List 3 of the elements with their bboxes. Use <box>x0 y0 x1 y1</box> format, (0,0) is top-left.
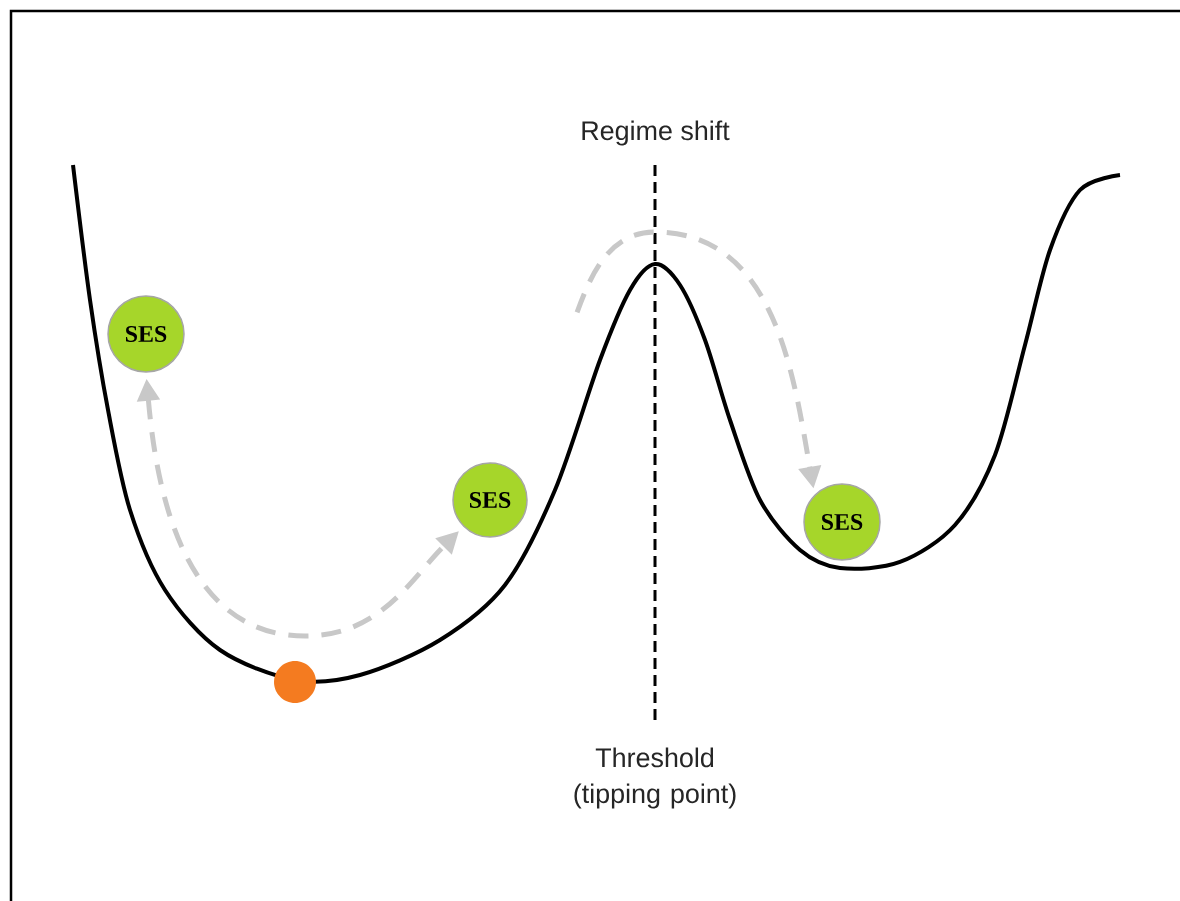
label: Regime shift <box>582 120 730 146</box>
label: Threshold (tipping point) <box>574 747 736 809</box>
ball-circle <box>274 661 316 703</box>
